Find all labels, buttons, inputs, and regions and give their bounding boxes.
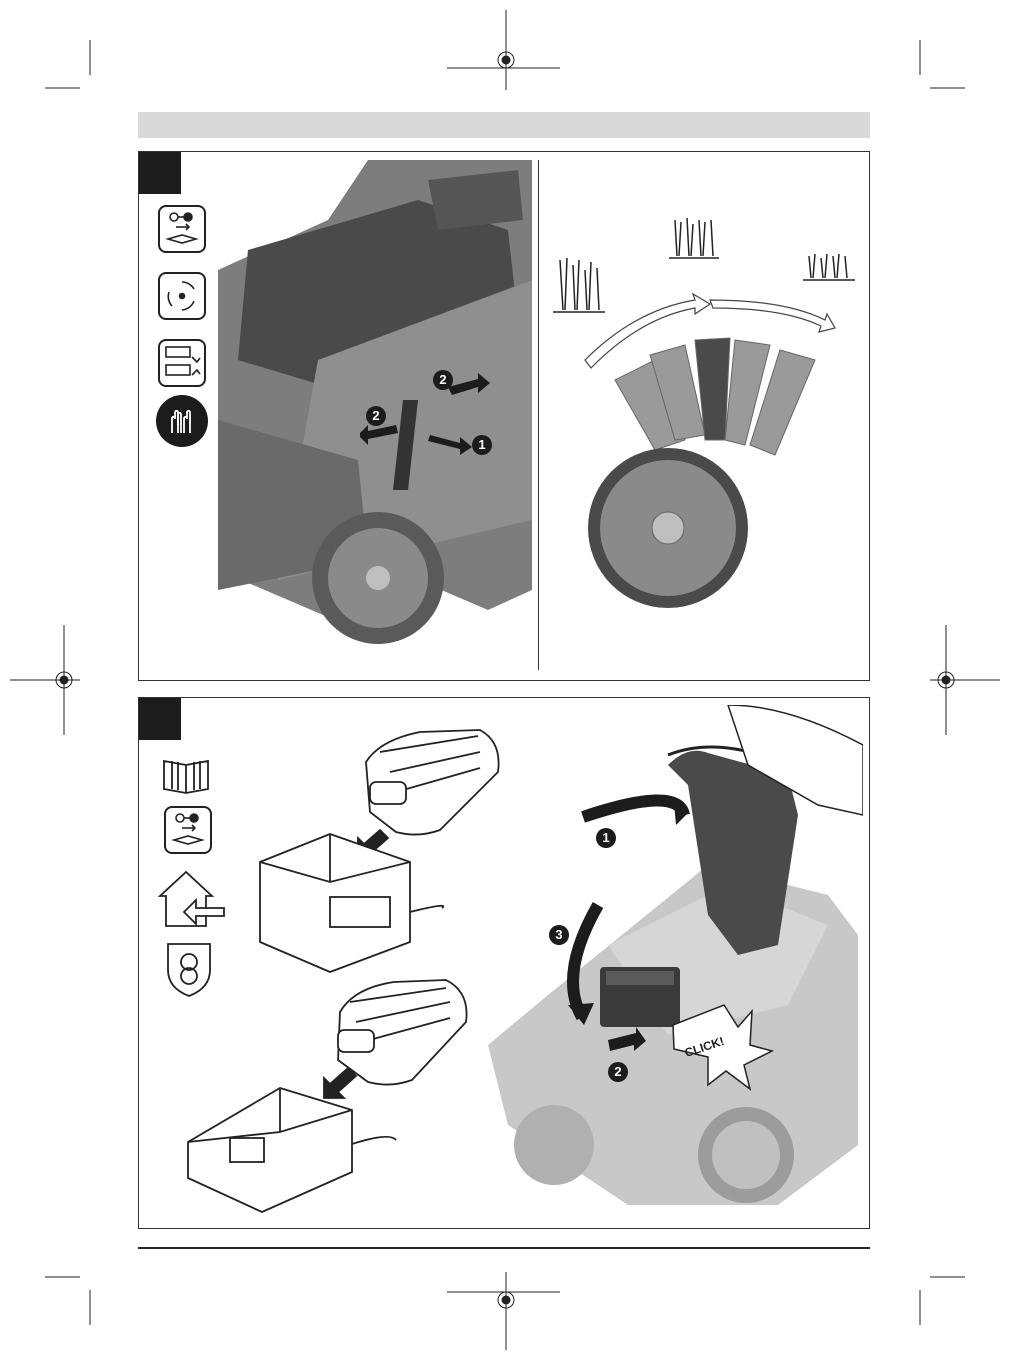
figure-1-tab: [139, 152, 181, 194]
header-band: [138, 112, 870, 138]
mower-battery-insert-illustration: [488, 705, 863, 1223]
fig1-step-badge-c: 1: [472, 435, 492, 455]
blade-rotation-icon: [158, 272, 206, 320]
fig1-step-badge-b: 2: [366, 406, 386, 426]
grass-tall-icon: [553, 258, 605, 312]
gloves-icon: [156, 395, 208, 447]
cutting-height-diagram: [545, 210, 863, 620]
figure-2-tab: [139, 698, 181, 740]
grass-medium-icon: [669, 218, 719, 258]
footer-rule: [138, 1247, 870, 1249]
battery-charger-illustration: [180, 712, 510, 1222]
fig2-step-badge-1: 1: [596, 828, 616, 848]
height-adjust-icon: [158, 339, 206, 387]
key-manual-icon: [158, 205, 206, 253]
fig2-step-badge-2: 2: [608, 1062, 628, 1082]
figure-1-divider: [538, 160, 539, 670]
fig1-step-badge-a: 2: [433, 370, 453, 390]
grass-short-icon: [803, 254, 855, 280]
fig2-step-badge-3: 3: [549, 925, 569, 945]
